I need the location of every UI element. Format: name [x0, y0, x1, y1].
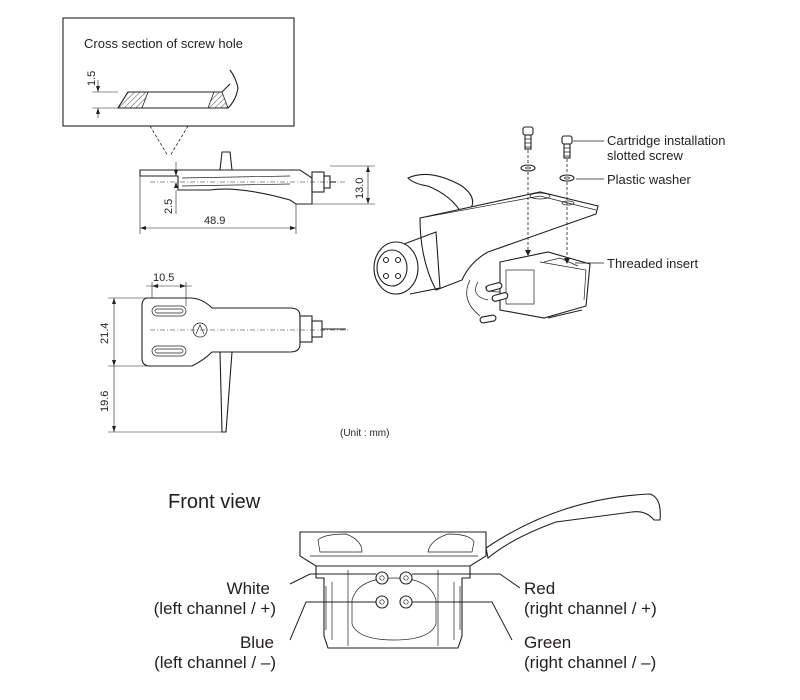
side-view-body: [139, 151, 313, 205]
label-white: White: [227, 579, 270, 598]
leader-white: [289, 573, 376, 585]
side-view: 13.0 2.5 48.9: [139, 151, 375, 234]
front-view-title: Front view: [168, 491, 261, 513]
label-blue: Blue: [240, 633, 274, 652]
dim-side-offset: 2.5: [163, 199, 175, 214]
unit-note: (Unit : mm): [340, 428, 389, 439]
exploded-view: Cartridge installation slotted screw Pla…: [373, 126, 726, 324]
dim-slot-spacing: 10.5: [153, 272, 174, 284]
dim-section-height: 1.5: [86, 71, 98, 86]
leader-red: [412, 573, 521, 589]
front-view: Front view White (left channel / +) Blue…: [154, 491, 661, 672]
pin-white: [375, 571, 389, 585]
label-screw-line1: Cartridge installation: [607, 133, 726, 148]
label-white-detail: (left channel / +): [154, 599, 276, 618]
label-screw-line2: slotted screw: [607, 148, 683, 163]
label-blue-detail: (left channel / –): [154, 653, 276, 672]
cross-section-title: Cross section of screw hole: [84, 36, 243, 51]
top-view: 10.5 21.4 19.6: [99, 272, 350, 433]
section-hatch-left: [117, 91, 149, 109]
finger-lift: [219, 351, 233, 433]
callout-box: [62, 17, 295, 127]
screw-left: [522, 126, 534, 150]
top-view-connector: [299, 315, 313, 343]
pin-blue: [375, 595, 389, 609]
screw-right: [561, 135, 573, 159]
label-red-detail: (right channel / +): [524, 599, 657, 618]
label-red: Red: [524, 579, 555, 598]
pin-green: [399, 595, 413, 609]
front-arm: [485, 493, 661, 560]
cross-section-callout: Cross section of screw hole 1.5: [62, 17, 295, 157]
iso-cartridge: [499, 251, 591, 319]
washer-left: [520, 164, 536, 172]
label-threaded-insert: Threaded insert: [607, 256, 698, 271]
slot-top: [151, 305, 187, 317]
dim-lift-length: 19.6: [99, 391, 111, 412]
iso-headshell-body: [419, 191, 599, 291]
label-green: Green: [524, 633, 571, 652]
front-head-top: [299, 531, 487, 567]
dim-top-width: 21.4: [99, 323, 111, 344]
section-outline: [118, 69, 239, 109]
iso-finger-lift: [407, 173, 474, 215]
dim-side-length: 48.9: [204, 215, 225, 227]
slot-bottom: [151, 345, 187, 357]
leader-blue: [289, 601, 376, 641]
section-hatch-right: [207, 91, 229, 109]
pin-red: [399, 571, 413, 585]
label-green-detail: (right channel / –): [524, 653, 656, 672]
label-plastic-washer: Plastic washer: [607, 172, 691, 187]
leader-green: [412, 601, 513, 641]
washer-right: [559, 174, 575, 182]
dim-side-height: 13.0: [354, 178, 366, 199]
